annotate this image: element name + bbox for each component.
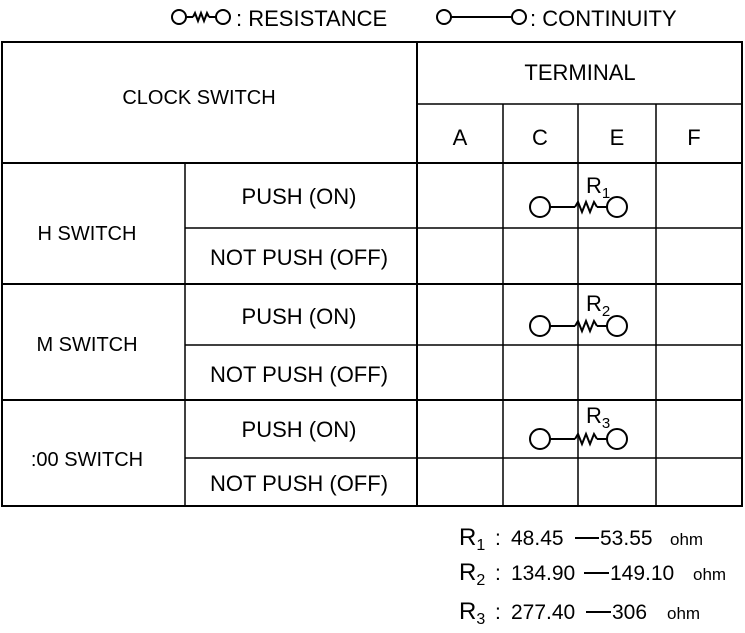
- terminal-c-header: C: [532, 125, 548, 150]
- h-switch-resistor-label: R1: [586, 173, 610, 202]
- m-switch-label: M SWITCH: [36, 334, 137, 356]
- spec-r3-high: 306: [612, 601, 647, 624]
- spec-r1-subscript: 1: [476, 537, 485, 554]
- clock-switch-header: CLOCK SWITCH: [122, 87, 275, 109]
- spec-r2-unit: ohm: [693, 565, 726, 584]
- legend-resistance-label: : RESISTANCE: [236, 6, 387, 31]
- spec-r1-unit: ohm: [670, 530, 703, 549]
- spec-r3-label: R3: [459, 598, 485, 628]
- spec-r2-subscript: 2: [476, 572, 485, 589]
- m-switch-resistor-symbol-icon: [529, 315, 628, 337]
- continuity-symbol-icon: [436, 9, 527, 25]
- legend-continuity-label: : CONTINUITY: [530, 6, 677, 31]
- terminal-e-header: E: [610, 125, 625, 150]
- spec-r2-high: 149.10: [610, 562, 674, 585]
- spec-r1-label: R1: [459, 524, 485, 554]
- spec-r3: R3 : 277.40 306 ohm: [459, 598, 700, 628]
- m-switch-resistor-letter: R: [586, 291, 602, 316]
- spec-r3-letter: R: [459, 598, 476, 625]
- resistance-symbol-icon: [171, 9, 231, 25]
- h-switch-resistor-letter: R: [586, 173, 602, 198]
- terminal-table-grid: [1, 41, 743, 507]
- zero-zero-switch-resistor-subscript: 3: [602, 415, 610, 432]
- spec-r2-separator: :: [495, 562, 501, 585]
- terminal-f-header: F: [687, 125, 700, 150]
- h-switch-resistor-subscript: 1: [602, 185, 610, 202]
- m-switch-not-push-off-label: NOT PUSH (OFF): [210, 362, 388, 387]
- zero-zero-switch-label: :00 SWITCH: [31, 449, 143, 471]
- spec-r2: R2 : 134.90 149.10 ohm: [459, 559, 726, 589]
- zero-zero-switch-not-push-off-label: NOT PUSH (OFF): [210, 471, 388, 496]
- spec-r3-low: 277.40: [511, 601, 575, 624]
- spec-r1-separator: :: [495, 527, 501, 550]
- spec-r1: R1 : 48.45 53.55 ohm: [459, 524, 703, 554]
- spec-r3-unit: ohm: [667, 604, 700, 623]
- terminal-header: TERMINAL: [524, 60, 635, 85]
- m-switch-push-on-label: PUSH (ON): [242, 304, 357, 329]
- zero-zero-switch-push-on-label: PUSH (ON): [242, 417, 357, 442]
- h-switch-not-push-off-label: NOT PUSH (OFF): [210, 245, 388, 270]
- zero-zero-switch-resistor-symbol-icon: [529, 428, 628, 450]
- m-switch-resistor-subscript: 2: [602, 303, 610, 320]
- spec-r3-subscript: 3: [476, 611, 485, 628]
- terminal-a-header: A: [453, 125, 468, 150]
- zero-zero-switch-resistor-letter: R: [586, 403, 602, 428]
- legend: [171, 9, 527, 25]
- m-switch-resistor-label: R2: [586, 291, 610, 320]
- h-switch-push-on-label: PUSH (ON): [242, 184, 357, 209]
- spec-r1-high: 53.55: [600, 527, 653, 550]
- h-switch-resistor-symbol-icon: [529, 196, 628, 218]
- zero-zero-switch-resistor-label: R3: [586, 403, 610, 432]
- spec-r2-label: R2: [459, 559, 485, 589]
- h-switch-label: H SWITCH: [38, 223, 137, 245]
- spec-r1-low: 48.45: [511, 527, 564, 550]
- spec-r1-letter: R: [459, 524, 476, 551]
- spec-r2-low: 134.90: [511, 562, 575, 585]
- spec-r2-letter: R: [459, 559, 476, 586]
- spec-r3-separator: :: [495, 601, 501, 624]
